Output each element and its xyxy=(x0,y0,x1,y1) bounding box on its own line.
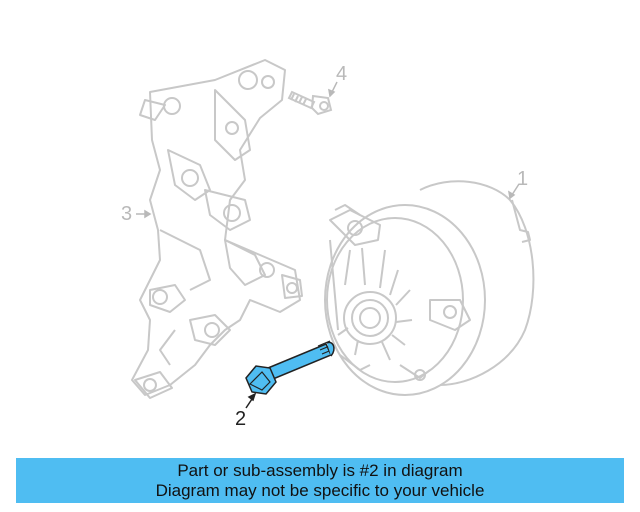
callout-3: 3 xyxy=(121,203,133,225)
alternator xyxy=(324,180,535,396)
alternator-mounting-bolt xyxy=(245,340,335,395)
bracket-bolt xyxy=(287,90,333,116)
callout-2: 2 xyxy=(235,408,247,430)
info-banner: Part or sub-assembly is #2 in diagram Di… xyxy=(16,458,624,503)
callout-arrows xyxy=(136,81,520,219)
callout-arrow-2 xyxy=(245,392,257,409)
mounting-bracket xyxy=(131,59,303,399)
parts-diagram xyxy=(131,59,535,409)
callout-4: 4 xyxy=(336,63,348,85)
banner-line-2: Diagram may not be specific to your vehi… xyxy=(155,481,485,500)
callout-1: 1 xyxy=(517,168,529,190)
banner-line-1: Part or sub-assembly is #2 in diagram xyxy=(177,461,463,480)
